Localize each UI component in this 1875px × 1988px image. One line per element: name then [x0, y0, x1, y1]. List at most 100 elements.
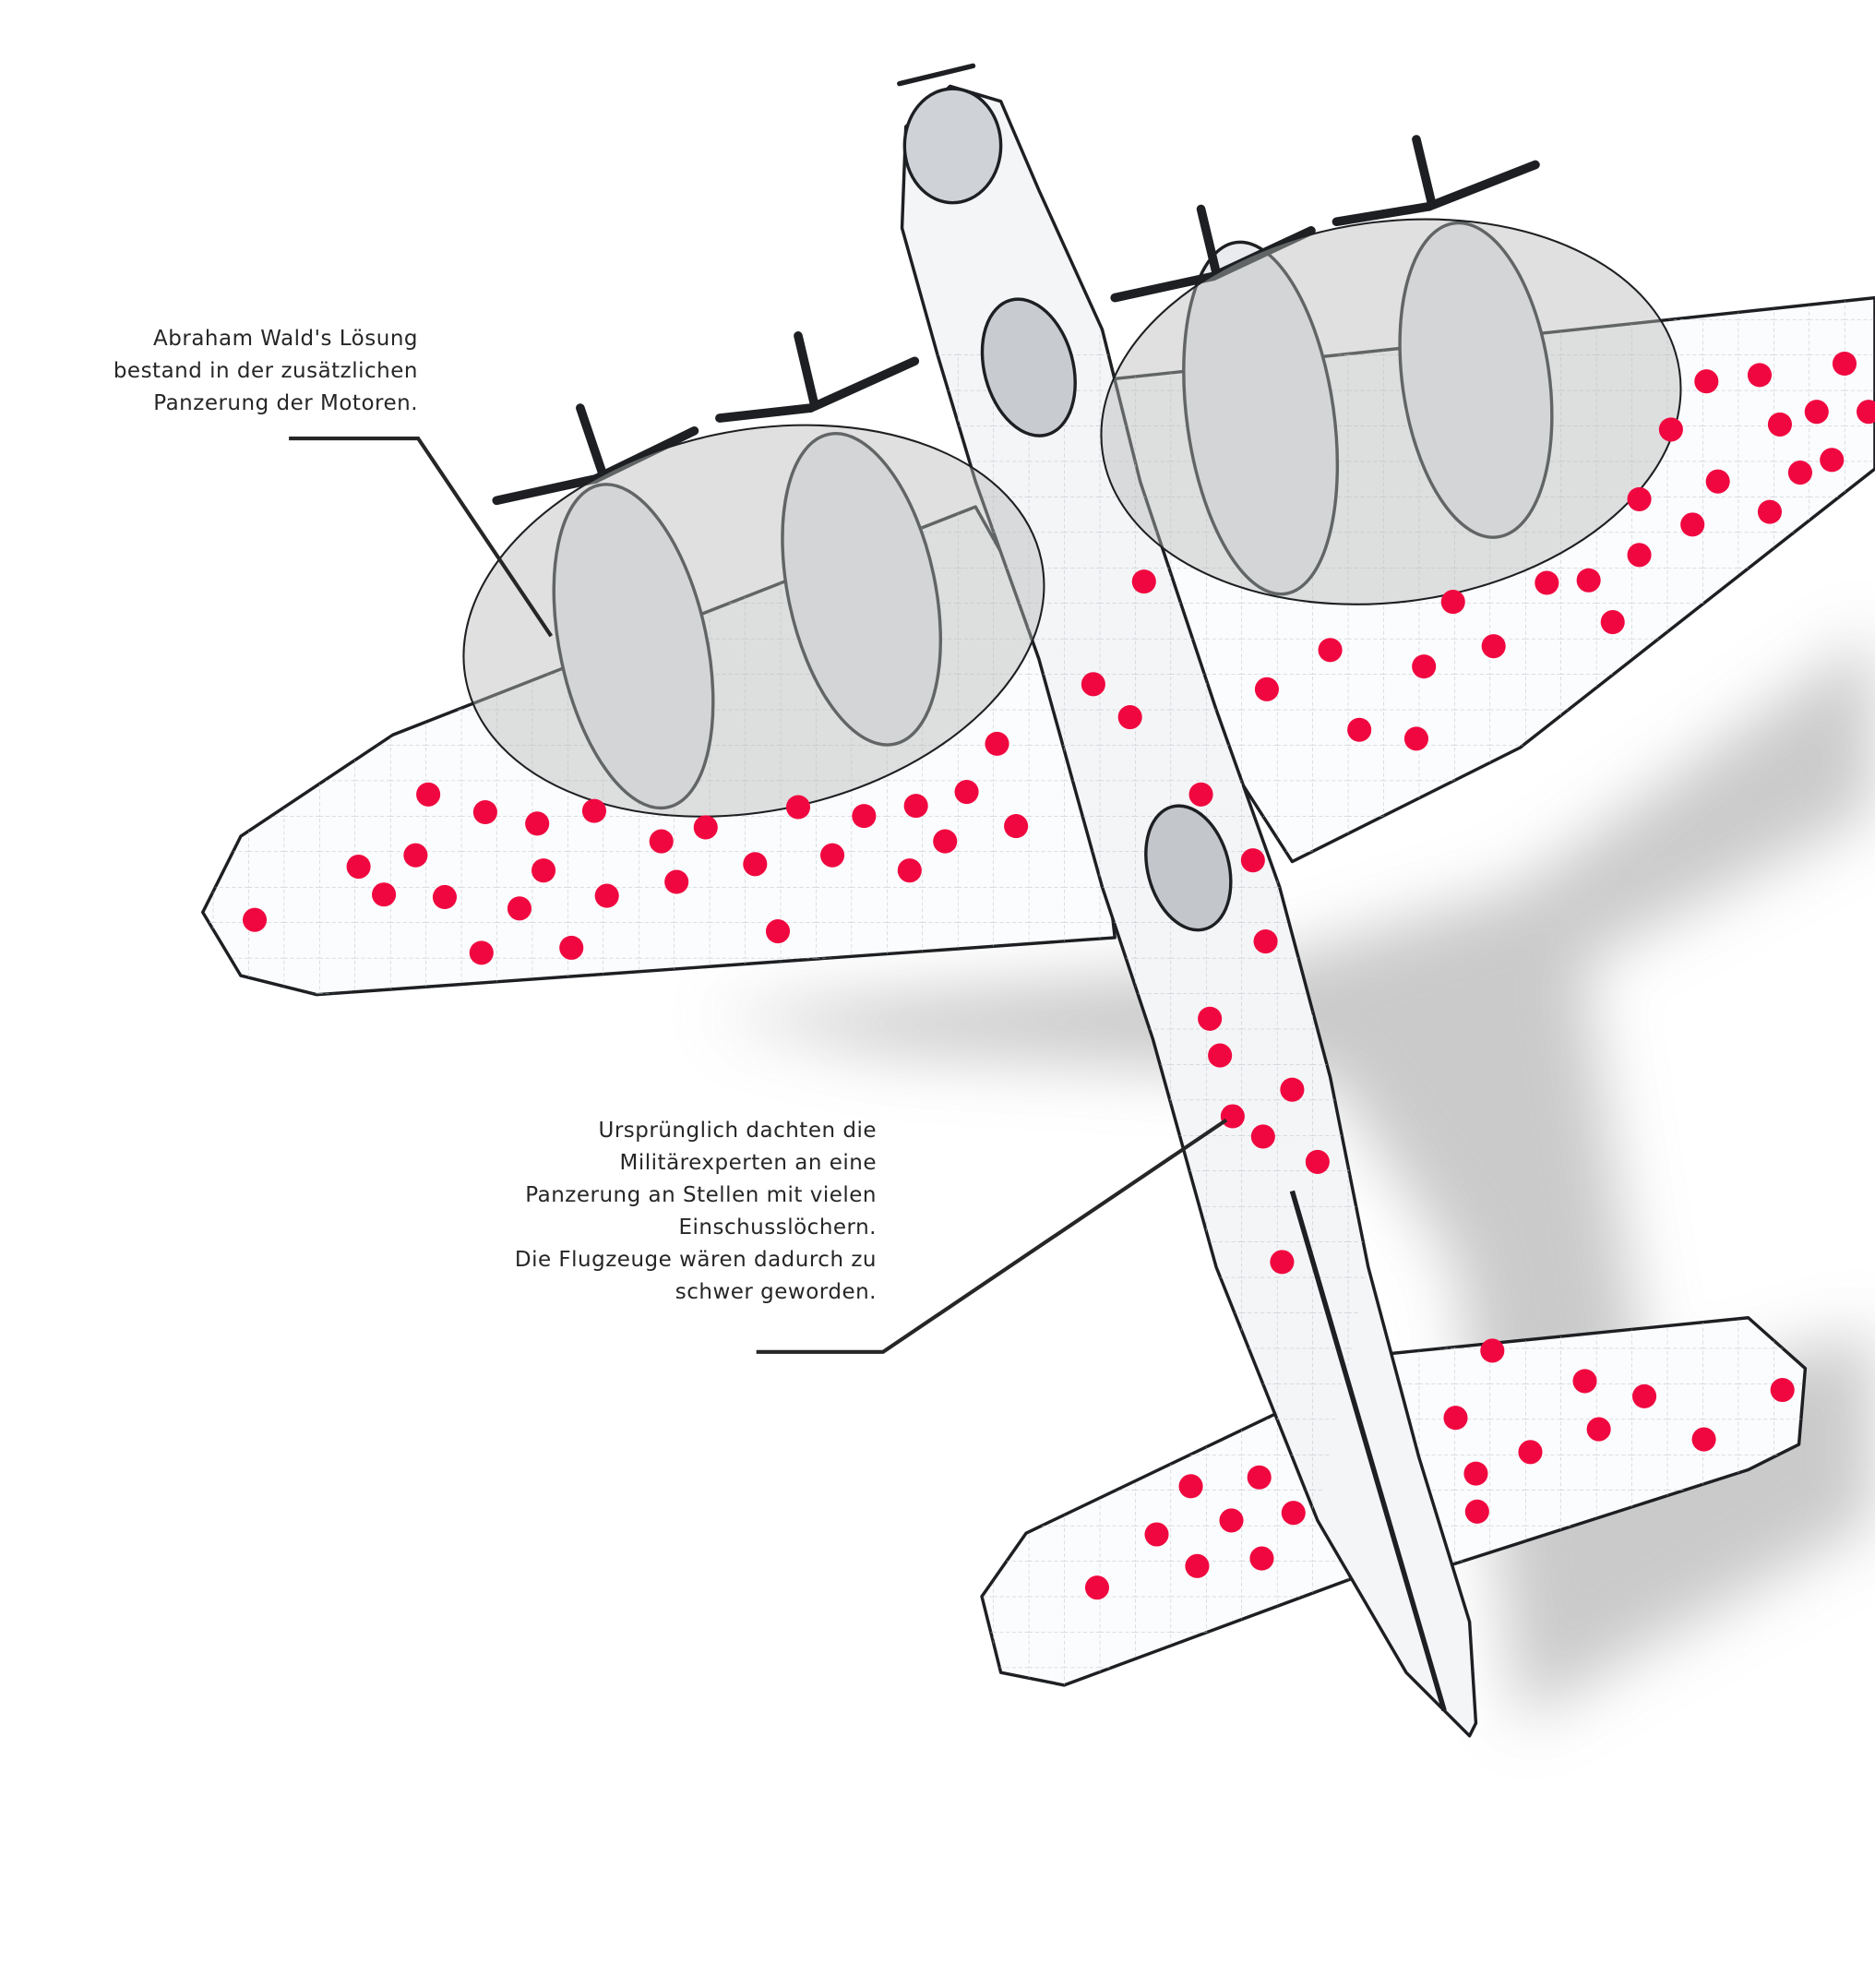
bullet-hole [1188, 782, 1213, 807]
bullet-hole [1281, 1501, 1306, 1526]
bullet-hole [507, 896, 532, 921]
bullet-hole [1820, 448, 1845, 473]
bullet-hole [469, 940, 494, 965]
bullet-hole [242, 907, 268, 932]
bullet-hole [432, 884, 458, 910]
bullet-hole [403, 843, 428, 868]
bullet-hole [1117, 704, 1142, 730]
bullet-hole [1185, 1553, 1210, 1578]
bullet-hole [1198, 1006, 1223, 1031]
bullet-hole [1767, 412, 1792, 437]
caption-line: Die Flugzeuge wären dadurch zu [514, 1248, 877, 1272]
leader-line-original-idea [756, 1118, 1228, 1354]
caption-line: Militärexperten an eine [619, 1151, 877, 1175]
bullet-hole [1247, 1465, 1272, 1490]
bullet-hole [1694, 369, 1719, 394]
bullet-hole [1832, 351, 1857, 377]
bullet-hole [416, 782, 441, 807]
caption-line: bestand in der zusätzlichen [113, 359, 418, 383]
bullet-hole [1481, 634, 1506, 659]
bullet-hole [1219, 1508, 1244, 1533]
caption-original-idea: Ursprünglich dachten die Militärexperten… [515, 1115, 877, 1309]
bullet-holes [242, 351, 1875, 1600]
bullet-hole [1253, 928, 1278, 954]
bullet-hole [1440, 590, 1465, 615]
bullet-hole [581, 798, 606, 823]
bullet-hole [1403, 726, 1428, 751]
bullet-hole [472, 799, 497, 825]
caption-line: Panzerung der Motoren. [153, 391, 418, 415]
bullet-hole [525, 811, 550, 836]
bullet-hole [765, 919, 791, 944]
bullet-hole [1632, 1383, 1657, 1408]
bullet-hole [1004, 814, 1029, 839]
bullet-hole [1787, 461, 1812, 485]
bullet-hole [852, 804, 877, 829]
bullet-hole [1178, 1474, 1203, 1499]
bullet-hole [1857, 400, 1875, 425]
bullet-hole [1464, 1499, 1489, 1524]
bullet-hole [1705, 469, 1730, 494]
bullet-hole [903, 794, 928, 819]
cockpit [980, 297, 1077, 437]
bullet-hole [1305, 1149, 1330, 1174]
turret [1144, 804, 1233, 932]
bullet-hole [1081, 672, 1105, 697]
bullet-hole [1480, 1338, 1505, 1363]
bullet-hole [1443, 1406, 1468, 1431]
bullet-hole [1144, 1522, 1169, 1547]
bullet-hole [1535, 570, 1559, 595]
bullet-hole [933, 829, 958, 854]
bullet-hole [372, 882, 397, 907]
bullet-hole [820, 843, 845, 868]
bullet-hole [1270, 1250, 1295, 1275]
bullet-hole [1208, 1043, 1233, 1068]
bullet-hole [985, 731, 1009, 756]
bullet-hole [954, 779, 979, 805]
plane [201, 63, 1875, 1738]
caption-line: Abraham Wald's Lösung [153, 327, 418, 351]
bullet-hole [1576, 568, 1601, 593]
bullet-hole [1518, 1440, 1543, 1465]
bullet-hole [1600, 610, 1625, 635]
bullet-hole [785, 795, 811, 820]
bullet-hole [1250, 1124, 1275, 1149]
caption-solution: Abraham Wald's Lösung bestand in der zus… [113, 323, 418, 420]
bullet-hole [693, 815, 718, 840]
bullet-hole [1220, 1104, 1245, 1129]
caption-line: Panzerung an Stellen mit vielen [525, 1183, 877, 1207]
bullet-hole [1586, 1417, 1611, 1442]
bullet-hole [1131, 569, 1156, 594]
caption-line: Einschusslöchern. [678, 1216, 877, 1240]
bullet-hole [1318, 638, 1343, 663]
leader-line-solution [289, 436, 553, 638]
bullet-hole [1280, 1077, 1305, 1102]
bullet-hole [559, 935, 584, 960]
caption-line: Ursprünglich dachten die [598, 1119, 877, 1143]
bullet-hole [897, 858, 922, 883]
bullet-hole [1412, 654, 1437, 679]
bullet-hole [664, 869, 689, 894]
bullet-hole [1572, 1369, 1597, 1394]
bullet-hole [1691, 1427, 1716, 1452]
bullet-hole [1084, 1575, 1110, 1600]
bullet-hole [1680, 512, 1705, 537]
bullet-hole [346, 854, 371, 880]
bullet-hole [1254, 677, 1279, 701]
bullet-hole [594, 883, 619, 908]
bullet-hole [531, 858, 556, 883]
bullet-hole [1757, 499, 1783, 524]
engine-highlight-right [1100, 218, 1682, 605]
engines [552, 221, 1554, 810]
bullet-hole [1627, 543, 1652, 568]
bullet-hole [1747, 363, 1773, 388]
bullet-hole [1347, 717, 1372, 742]
bullet-hole [1249, 1546, 1274, 1571]
bullet-hole [649, 829, 674, 854]
bullet-hole [1240, 848, 1265, 873]
bullet-hole [1463, 1461, 1488, 1486]
bullet-hole [1770, 1377, 1795, 1403]
nose-canopy [902, 87, 1003, 205]
propellers [492, 63, 1540, 506]
